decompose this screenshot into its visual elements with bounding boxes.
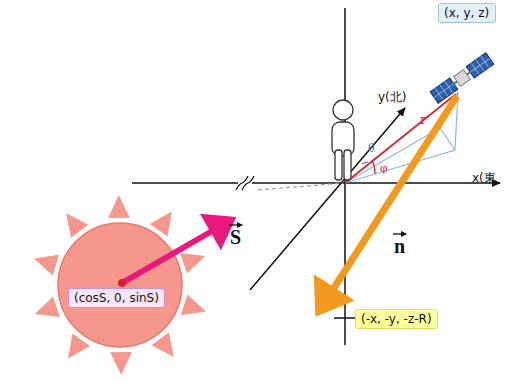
sun-ray	[110, 352, 132, 375]
axis-label: x(東	[472, 170, 496, 187]
sun-ray	[180, 253, 205, 274]
coordinate-label: (-x, -y, -z-R)	[355, 309, 438, 329]
person	[332, 100, 354, 180]
dashed-line	[258, 183, 343, 190]
satellite	[430, 53, 494, 103]
angle-label: φ	[380, 162, 388, 175]
coordinate-label: (cosS, 0, sinS)	[68, 288, 165, 308]
angle-arc	[362, 162, 368, 164]
angle-label: θ	[368, 142, 375, 155]
vector-label: r	[420, 112, 426, 127]
vector-mark	[229, 224, 242, 225]
axis-tick	[334, 317, 356, 319]
sun-rays	[34, 195, 206, 375]
vector-label: n	[394, 235, 405, 258]
vector-mark	[393, 233, 406, 234]
position-vector	[345, 94, 456, 183]
coordinate-label: (x, y, z)	[438, 3, 496, 23]
axis-label: y(北)	[378, 89, 406, 106]
sun	[58, 223, 182, 347]
sun-ray	[34, 255, 59, 276]
y-axis	[250, 108, 405, 290]
sun-vector	[122, 223, 226, 283]
sun-ray	[108, 195, 130, 218]
axis-break	[236, 176, 254, 190]
vector-label: S	[230, 226, 241, 249]
coordinate-text: (x, y, z)	[444, 6, 490, 20]
x-axis	[252, 182, 500, 184]
coordinate-text: (cosS, 0, sinS)	[74, 291, 159, 305]
x-axis	[132, 182, 238, 184]
coordinate-text: (-x, -y, -z-R)	[361, 312, 432, 326]
sun-ray	[35, 296, 60, 317]
sun-ray	[181, 295, 206, 316]
n-vector	[323, 96, 457, 305]
projection-lines	[345, 92, 458, 183]
sun-center	[118, 279, 126, 287]
